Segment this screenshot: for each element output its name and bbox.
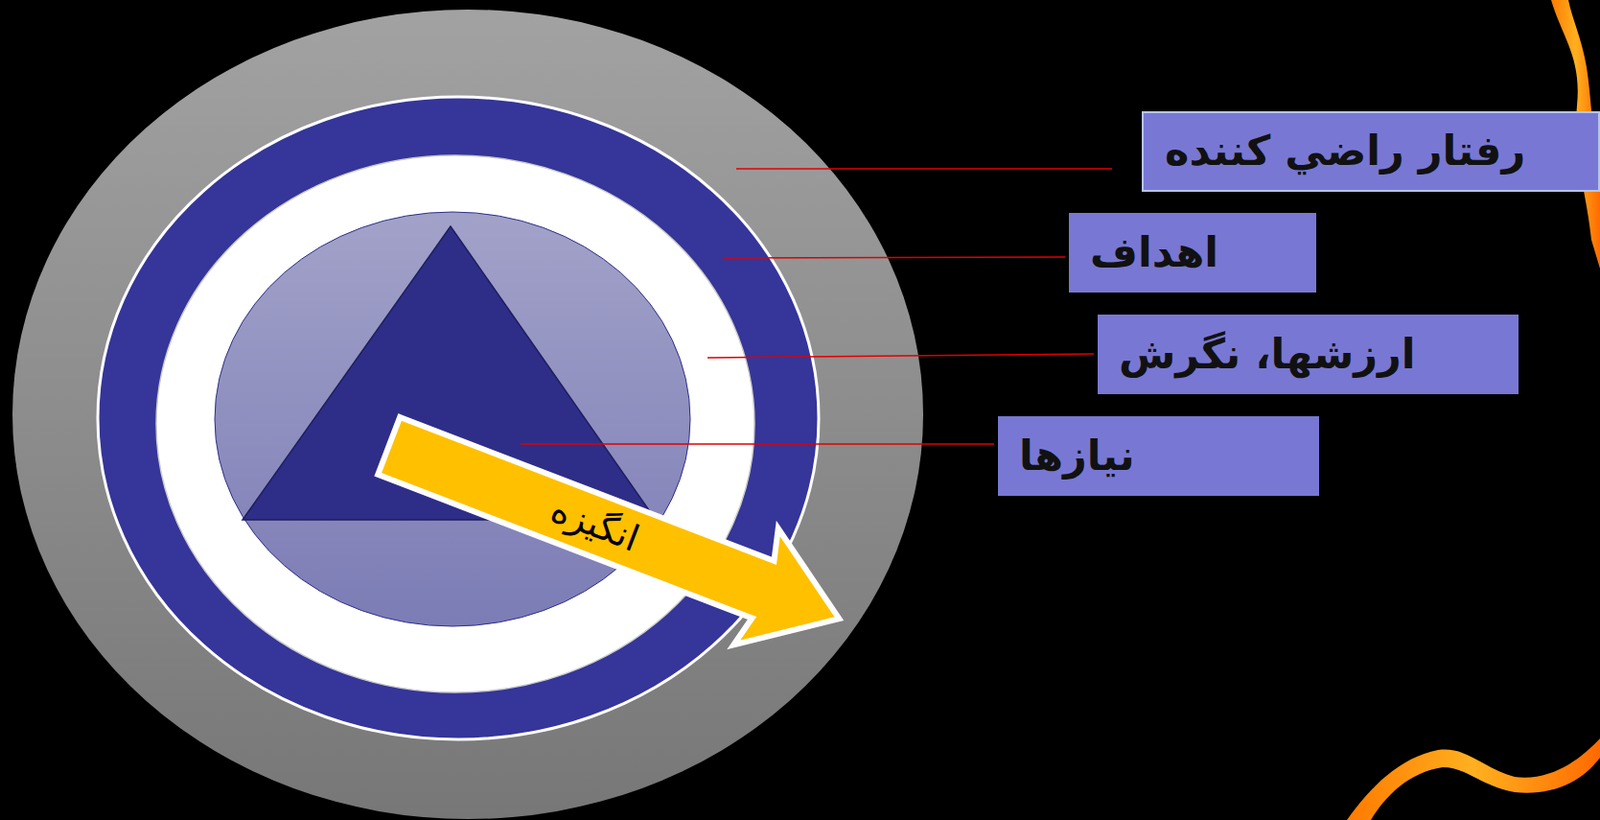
- motivation-arrow: انگیزه: [366, 387, 861, 677]
- flame: [1346, 738, 1600, 820]
- arrow-outline: [366, 387, 861, 677]
- arrow-label: انگیزه: [544, 487, 646, 561]
- leader-line: [520, 442, 995, 445]
- label-text: ارزشها، نگرش: [1118, 329, 1416, 380]
- leader-line: [736, 167, 1113, 170]
- blue-ring: [97, 96, 819, 740]
- outer-ellipse: [12, 9, 924, 819]
- label-text: نیازها: [1019, 431, 1136, 482]
- leader-line: [707, 353, 1094, 358]
- label-box: اهداف: [1068, 212, 1317, 293]
- label-box: ارزشها، نگرش: [1097, 314, 1519, 395]
- leader-line: [722, 256, 1066, 258]
- label-text: رفتار راضي كننده: [1164, 126, 1526, 177]
- label-box: نیازها: [997, 416, 1320, 496]
- white-ring: [156, 155, 755, 693]
- label-box: رفتار راضي كننده: [1141, 111, 1600, 192]
- label-text: اهداف: [1089, 228, 1219, 279]
